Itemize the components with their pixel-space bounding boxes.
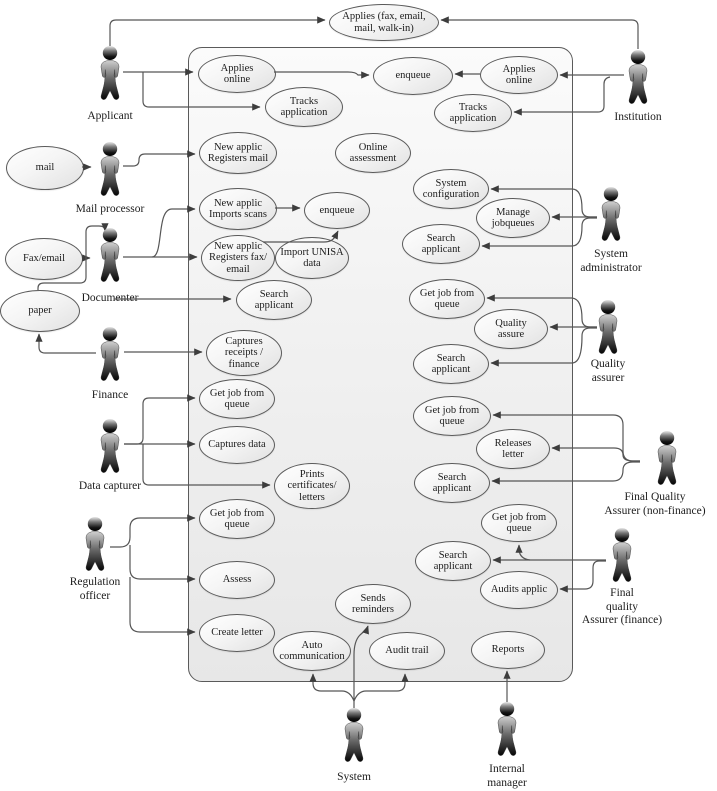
actor-system-figure [344,707,364,762]
usecase-reports: Reports [471,631,545,669]
actor-label-final-quality-assurer-finance: Final quality Assurer (finance) [581,587,663,627]
usecase-audits-applic: Audits applic [480,571,558,609]
actor-fqa-finance-figure [612,527,632,582]
actor-data-capturer-figure [100,418,120,473]
usecase-tracks-application-institution: Tracks application [434,94,512,132]
usecase-captures-receipts-finance: Captures receipts / finance [206,330,282,376]
usecase-get-job-from-queue-dc: Get job from queue [199,379,275,419]
usecase-get-job-from-queue-fqa-fin: Get job from queue [481,504,557,542]
usecase-audit-trail: Audit trail [369,632,445,670]
usecase-auto-communication: Auto communication [273,631,351,671]
actor-label-documenter: Documenter [81,292,139,304]
actor-label-mail-processor: Mail processor [75,203,145,215]
actor-quality-assurer-figure [598,299,618,354]
usecase-search-applicant-fqa-fin: Search applicant [415,541,491,581]
actor-label-internal-manager: Internal manager [487,763,527,789]
actor-label-quality-assurer: Quality assurer [590,358,626,384]
actor-internal-manager-figure [497,701,517,756]
usecase-new-applic-registers-mail: New applic Registers mail [199,132,277,174]
actor-label-finance: Finance [91,389,129,401]
actor-label-system: System [337,771,371,783]
connector-regulation-officer-get-job [110,514,196,548]
actor-finance-figure [100,326,120,381]
usecase-quality-assure: Quality assure [474,309,548,349]
usecase-search-applicant-admin: Search applicant [402,224,480,264]
usecase-manage-jobqueues: Manage jobqueues [476,198,550,238]
actor-applicant-figure [100,45,120,100]
usecase-fax-email: Fax/email [5,238,83,280]
usecase-tracks-application-applicant: Tracks application [265,87,343,127]
usecase-assess: Assess [199,561,275,599]
usecase-get-job-from-queue-qa: Get job from queue [409,279,485,319]
usecase-create-letter: Create letter [199,614,275,652]
usecase-enqueue-mid: enqueue [304,192,370,229]
usecase-new-applic-imports-scans: New applic Imports scans [199,188,277,230]
usecase-paper: paper [0,290,80,332]
actor-system-administrator-figure [601,186,621,241]
actor-regulation-officer-figure [85,516,105,571]
usecase-mail: mail [6,146,84,190]
usecase-releases-letter: Releases letter [476,429,550,469]
usecase-enqueue-top: enqueue [373,57,453,95]
usecase-search-applicant-fqa-nonfin: Search applicant [414,463,490,503]
usecase-search-applicant-documenter: Search applicant [236,280,312,320]
actor-fqa-nonfinance-figure [657,430,677,485]
actor-documenter-figure [100,227,120,282]
actor-label-regulation-officer: Regulation officer [69,576,121,602]
usecase-get-job-from-queue-ro: Get job from queue [199,499,275,539]
actor-label-institution: Institution [614,111,662,123]
usecase-search-applicant-qa: Search applicant [413,344,489,384]
usecase-applies-online-institution: Applies online [480,56,558,94]
usecase-import-unisa-data: Import UNISA data [275,237,349,279]
connector-applicant-applies-channels [109,16,326,46]
connector-data-capturer-get-job [124,394,196,445]
usecase-system-configuration: System configuration [413,169,489,209]
connector-regulation-officer-assess [129,545,196,583]
usecase-prints-certificates-letters: Prints certificates/ letters [274,463,350,509]
usecase-sends-reminders: Sends reminders [335,584,411,624]
usecase-get-job-from-queue-fqa-nonfin: Get job from queue [413,396,491,436]
connector-mail-processor-registers-mail [123,150,196,167]
actor-label-final-quality-assurer-nonfinance: Final Quality Assurer (non-finance) [604,491,706,517]
actor-mail-processor-figure [100,141,120,196]
connector-finance-paper [35,333,96,354]
actor-label-applicant: Applicant [87,110,133,122]
actor-label-system-administrator: System administrator [580,248,642,274]
actor-institution-figure [628,49,648,104]
usecase-online-assessment: Online assessment [335,133,411,173]
actor-label-data-capturer: Data capturer [78,480,142,492]
usecase-new-applic-registers-fax-email: New applic Registers fax/ email [201,235,275,281]
usecase-captures-data: Captures data [199,426,275,464]
connector-institution-applies-channels [440,16,639,49]
usecase-applies-channels: Applies (fax, email, mail, walk-in) [329,4,439,41]
usecase-applies-online-applicant: Applies online [198,55,276,93]
